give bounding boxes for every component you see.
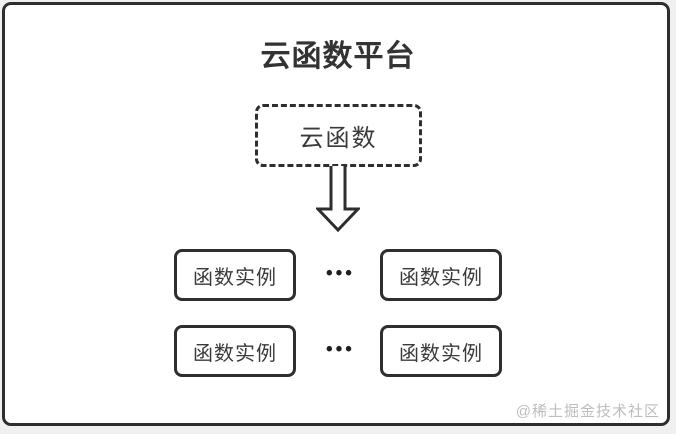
cloud-function-node: 云函数: [255, 104, 422, 167]
instance-row-1: 函数实例 ••• 函数实例: [0, 249, 676, 301]
function-instance-label: 函数实例: [399, 266, 483, 289]
function-instance-node: 函数实例: [380, 249, 502, 301]
down-arrow-icon: [316, 166, 360, 232]
cloud-function-label: 云函数: [299, 125, 378, 152]
ellipsis-icon: •••: [326, 263, 355, 284]
diagram-title: 云函数平台: [260, 40, 416, 73]
instance-row-2: 函数实例 ••• 函数实例: [0, 325, 676, 377]
function-instance-label: 函数实例: [193, 266, 277, 289]
function-instance-label: 函数实例: [193, 342, 277, 365]
function-instance-node: 函数实例: [174, 325, 296, 377]
watermark: @稀土掘金技术社区: [515, 403, 660, 420]
function-instance-node: 函数实例: [380, 325, 502, 377]
function-instance-node: 函数实例: [174, 249, 296, 301]
ellipsis-icon: •••: [326, 339, 355, 360]
function-instance-label: 函数实例: [399, 342, 483, 365]
